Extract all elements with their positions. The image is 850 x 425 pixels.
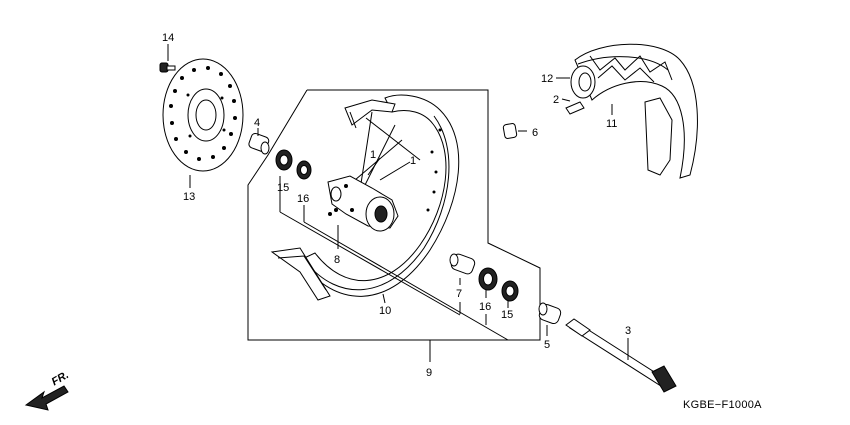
callout-14: 14 <box>162 32 174 44</box>
rim-band <box>565 101 585 115</box>
dust-seal-right <box>501 280 519 308</box>
callout-6: 6 <box>532 127 538 139</box>
disc-bolt <box>159 62 176 73</box>
front-direction-label: FR. <box>50 369 71 388</box>
side-collar <box>248 128 270 155</box>
wheel-assembly-bracket <box>247 89 541 362</box>
callout-16b: 16 <box>479 301 491 313</box>
wheel-hub <box>327 175 399 249</box>
callout-8: 8 <box>334 254 340 266</box>
tire <box>574 43 698 179</box>
front-axle <box>565 318 677 393</box>
callout-2: 2 <box>553 94 559 106</box>
bearing-left <box>275 149 293 171</box>
callout-9: 9 <box>426 367 432 379</box>
callout-15a: 15 <box>277 182 289 194</box>
callout-15b: 15 <box>501 309 513 321</box>
callout-3: 3 <box>625 325 631 337</box>
valve-cap <box>502 123 527 139</box>
callout-16a: 16 <box>297 193 309 205</box>
dust-seal-left <box>296 160 312 180</box>
diagram-code: KGBE−F1000A <box>683 399 762 411</box>
bearing-right <box>478 267 498 298</box>
callout-1a: 1 <box>370 149 376 161</box>
callout-1b: 1 <box>410 155 416 167</box>
inner-tube <box>570 65 596 99</box>
wheel-rim <box>270 94 460 304</box>
callout-4: 4 <box>254 117 260 129</box>
distance-collar <box>449 253 476 285</box>
front-direction-arrow-icon <box>24 385 69 411</box>
brake-disc <box>162 58 244 172</box>
callout-10: 10 <box>379 305 391 317</box>
callout-12: 12 <box>541 73 553 85</box>
callout-13: 13 <box>183 191 195 203</box>
callout-5: 5 <box>544 339 550 351</box>
callout-7: 7 <box>456 288 462 300</box>
right-side-collar <box>538 302 562 336</box>
callout-11: 11 <box>606 118 617 130</box>
